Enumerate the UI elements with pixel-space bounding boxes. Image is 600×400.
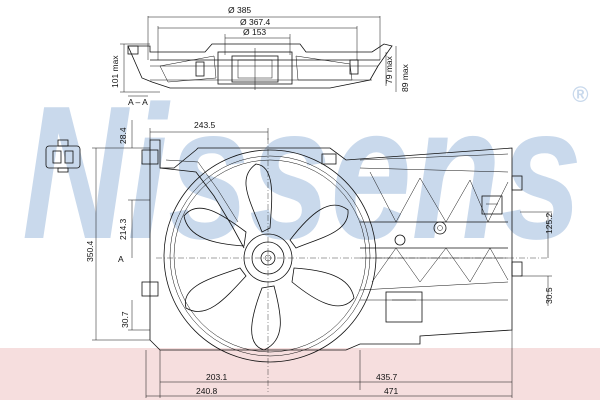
watermark-registered: ® (572, 82, 589, 107)
dim-b240: 240.8 (196, 386, 218, 396)
dim-h101: 101 max (110, 55, 120, 88)
dim-h350: 350.4 (85, 240, 95, 262)
watermark: Nissens ® (22, 67, 589, 279)
dim-b435: 435.7 (376, 372, 398, 382)
bottom-band (0, 348, 600, 400)
dim-h30-right: 30.5 (544, 287, 554, 304)
front-view: A 243.5 350.4 28.4 214.3 30.7 125.2 30.5 (85, 120, 554, 398)
connector-plug (45, 139, 81, 173)
fan-blades (183, 163, 355, 351)
dim-b471: 471 (384, 386, 398, 396)
dim-b203: 203.1 (206, 372, 228, 382)
dim-d367: Ø 367.4 (240, 17, 271, 27)
top-view: Ø 385 Ø 367.4 Ø 153 101 max 79 max 89 ma… (110, 5, 410, 107)
dim-d385: Ø 385 (228, 5, 251, 15)
section-label-aa: A – A (128, 97, 148, 107)
watermark-text: Nissens (22, 67, 582, 279)
dim-h79: 79 max (384, 55, 394, 84)
dim-w243: 243.5 (194, 120, 216, 130)
dim-h89: 89 max (400, 63, 410, 92)
dim-h28: 28.4 (118, 127, 128, 144)
dim-h125: 125.2 (544, 212, 554, 234)
dim-h30-left: 30.7 (120, 311, 130, 328)
section-marker-a: A (118, 254, 124, 264)
dim-d153: Ø 153 (243, 27, 266, 37)
dim-h214: 214.3 (118, 218, 128, 240)
